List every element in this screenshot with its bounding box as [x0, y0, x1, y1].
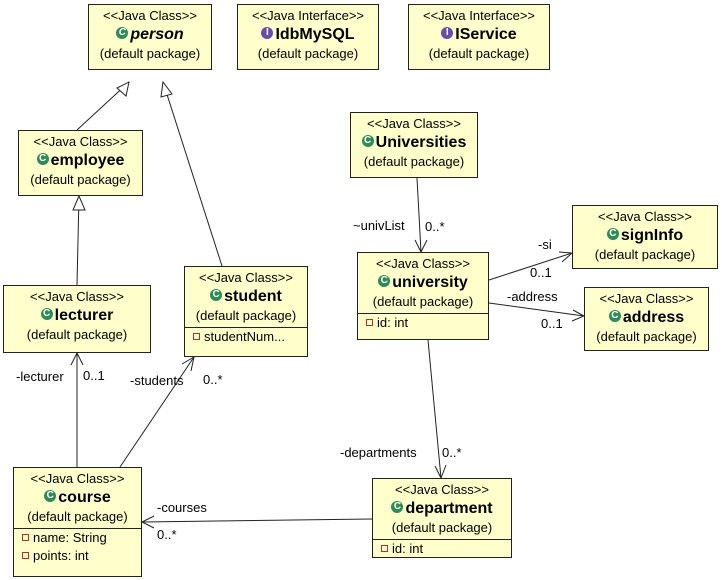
class-name: university: [392, 274, 468, 291]
attribute-row[interactable]: id: int: [373, 540, 511, 557]
generalization-arrowhead: [116, 81, 130, 97]
association-students: [119, 356, 195, 468]
role-students: -students: [130, 373, 184, 388]
stereotype: <<Java Class>>: [395, 482, 489, 497]
role-departments: -departments: [340, 445, 417, 460]
private-field-icon: [22, 552, 29, 560]
association-univlist: [416, 177, 422, 253]
class-name: address: [622, 309, 685, 326]
private-field-icon: [381, 545, 388, 553]
role-address: -address: [507, 289, 558, 304]
association-courses: [141, 518, 373, 523]
class-name: course: [58, 489, 111, 506]
multiplicity-departments: 0..*: [442, 445, 462, 460]
multiplicity-si: 0..1: [530, 265, 552, 280]
multiplicity-courses: 0..*: [157, 527, 177, 542]
package-label: (default package): [195, 308, 297, 323]
attribute-row[interactable]: name: String: [14, 529, 141, 547]
private-field-icon: [193, 333, 200, 341]
class-name: employee: [50, 152, 125, 169]
stereotype: <<Java Class>>: [33, 134, 128, 149]
multiplicity-lecturer: 0..1: [83, 368, 105, 383]
multiplicity-students: 0..*: [203, 372, 223, 387]
class-icon: C: [210, 288, 223, 301]
generalization-student-person: [162, 81, 223, 267]
class-icon: C: [378, 274, 391, 287]
generalization-arrowhead: [72, 194, 86, 211]
class-icon: C: [391, 500, 404, 513]
package-label: (default package): [26, 327, 128, 342]
class-icon: C: [361, 134, 374, 147]
package-label: (default package): [257, 46, 359, 61]
package-label: (default package): [30, 172, 131, 187]
stereotype: <<Java Class>>: [367, 116, 461, 131]
package-label: (default package): [594, 247, 696, 262]
generalization-lecturer-employee: [76, 195, 80, 286]
class-icon: C: [608, 309, 621, 322]
class-name: department: [405, 500, 493, 517]
package-label: (default package): [27, 509, 128, 524]
stereotype: <<Java Class>>: [598, 209, 692, 224]
interface-icon: I: [261, 26, 274, 39]
stereotype: <<Java Class>>: [199, 270, 293, 285]
multiplicity-univlist: 0..*: [425, 219, 445, 234]
association-si: [488, 252, 573, 281]
class-name: student: [224, 288, 282, 305]
class-icon: C: [40, 307, 53, 320]
stereotype: <<Java Interface>>: [422, 8, 536, 23]
role-si: -si: [538, 237, 552, 252]
package-label: (default package): [372, 294, 474, 309]
multiplicity-address: 0..1: [541, 316, 563, 331]
package-label: (default package): [428, 46, 530, 61]
stereotype: <<Java Class>>: [30, 289, 124, 304]
class-name: lecturer: [54, 307, 114, 324]
role-lecturer: -lecturer: [16, 369, 64, 384]
class-icon: C: [116, 26, 129, 39]
private-field-icon: [366, 319, 373, 327]
interface-name: IdbMySQL: [275, 26, 355, 43]
attribute-row[interactable]: studentNum...: [185, 328, 307, 346]
association-address: [488, 302, 585, 317]
class-icon: C: [606, 227, 619, 240]
class-icon: C: [36, 152, 49, 165]
package-label: (default package): [363, 154, 465, 169]
stereotype: <<Java Interface>>: [251, 8, 365, 23]
package-label: (default package): [99, 46, 201, 61]
attribute-row[interactable]: points: int: [14, 547, 141, 565]
class-icon: C: [44, 489, 57, 502]
interface-name: IService: [455, 26, 517, 43]
stereotype: <<Java Class>>: [376, 256, 470, 271]
stereotype: <<Java Class>>: [30, 471, 125, 486]
role-courses: -courses: [157, 500, 207, 515]
role-univlist: ~univList: [353, 218, 405, 233]
class-name: signInfo: [620, 227, 684, 244]
stereotype: <<Java Class>>: [103, 8, 197, 23]
generalization-arrowhead: [160, 80, 173, 98]
stereotype: <<Java Class>>: [599, 291, 694, 306]
class-name: Universities: [375, 134, 467, 151]
package-label: (default package): [391, 520, 493, 535]
private-field-icon: [22, 534, 29, 542]
attribute-row[interactable]: id: int: [358, 314, 488, 332]
interface-icon: I: [441, 26, 454, 39]
class-name: person: [130, 26, 184, 43]
association-departments: [427, 339, 442, 479]
package-label: (default package): [596, 329, 697, 344]
